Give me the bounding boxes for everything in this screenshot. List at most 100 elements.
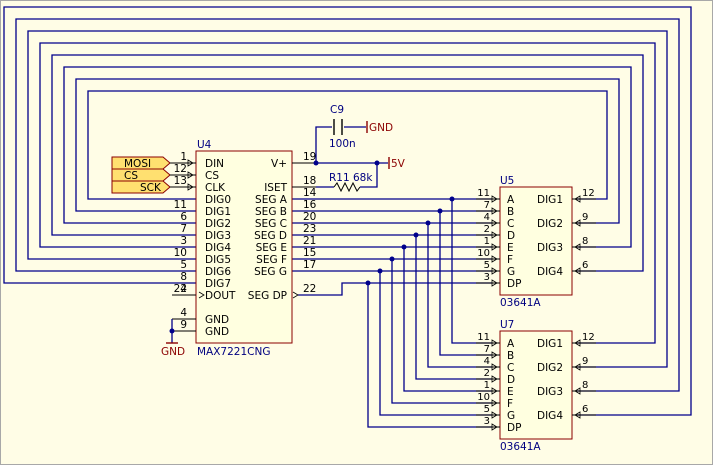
u4-pin-name: SEG C (255, 218, 287, 230)
u7-seg-pin-number: 10 (477, 392, 490, 403)
u4-pin-number: 18 (303, 175, 316, 187)
u7-dig-pin-name: DIG4 (537, 410, 563, 422)
u4-pin-name: DIG3 (205, 230, 231, 242)
u4-ref: U4 (197, 139, 212, 151)
u7-pin-arrow (574, 363, 581, 371)
u7-pin-arrow (574, 339, 581, 347)
u4-pin-number: 21 (303, 235, 316, 247)
u7-seg-pin-name: F (507, 398, 513, 410)
u5-pin-arrow (574, 219, 581, 227)
u4-pin-name: SEG DP (248, 290, 287, 302)
u5-pin-arrow (574, 195, 581, 203)
u4-pin-name: SEG E (256, 242, 287, 254)
u4-pin-number: 5 (180, 259, 187, 271)
r11-value: 68k (353, 172, 373, 184)
u4-pin-number: 6 (180, 211, 187, 223)
display-pins: 11A7B4C2D1E10F5G3DP12DIG19DIG28DIG36DIG4… (476, 188, 596, 434)
u5-seg-pin-number: 5 (484, 260, 490, 271)
u5-seg-pin-name: G (507, 266, 515, 278)
u5-pin-arrow (491, 255, 498, 263)
u5-seg-pin-number: 11 (477, 188, 490, 199)
u4-pin-name: DIG7 (205, 278, 231, 290)
u7-display: U7 03641A (499, 319, 573, 453)
u4-pin-name: CS (205, 170, 219, 182)
u4-pin-name: SEG G (254, 266, 287, 278)
u5-pin-arrow (574, 267, 581, 275)
u4-pin-number: 4 (180, 307, 187, 319)
u5-seg-pin-number: 1 (484, 236, 490, 247)
u7-pin-arrow (491, 387, 498, 395)
u4-pin-name: SEG F (256, 254, 287, 266)
u4-pin-number: 24 (174, 283, 188, 295)
u4-pin-number: 12 (174, 163, 187, 175)
u7-dig-pin-number: 9 (582, 356, 588, 367)
u4-chip: U4 MAX7221CNG DIN CS CLK DIG0 DIG1 DIG2 … (172, 139, 317, 358)
u4-pin-name: V+ (271, 158, 287, 170)
u5-seg-pin-number: 2 (484, 224, 490, 235)
segment-wires (292, 196, 492, 428)
u4-pin-name: GND (205, 314, 229, 326)
u5-seg-pin-number: 7 (484, 200, 490, 211)
u7-seg-pin-name: G (507, 410, 515, 422)
u7-ref: U7 (500, 319, 514, 331)
u7-dig-pin-number: 6 (582, 404, 588, 415)
u5-pin-arrow (491, 219, 498, 227)
u7-pin-arrow (491, 411, 498, 419)
u5-seg-pin-number: 10 (477, 248, 490, 259)
u4-pin-name: DIG4 (205, 242, 231, 254)
port-cs: CS (124, 170, 138, 182)
u4-pin-number: 19 (303, 151, 316, 163)
u5-seg-pin-name: A (507, 194, 515, 206)
u5-seg-pin-number: 3 (484, 272, 490, 283)
u5-dig-pin-name: DIG2 (537, 218, 563, 230)
port-sck: SCK (140, 182, 162, 194)
u7-dig-pin-name: DIG1 (537, 338, 563, 350)
u4-pin-number: 11 (174, 199, 187, 211)
u5-seg-pin-name: D (507, 230, 515, 242)
u7-seg-pin-number: 4 (484, 356, 490, 367)
u4-pin-name: SEG A (255, 194, 288, 206)
u5-ref: U5 (500, 175, 514, 187)
c9-ref: C9 (330, 104, 344, 116)
u4-pin-number: 3 (180, 235, 187, 247)
u5-pin-arrow (491, 243, 498, 251)
u4-pin-number: 7 (180, 223, 187, 235)
u7-dig-pin-name: DIG3 (537, 386, 563, 398)
u5-pin-arrow (491, 195, 498, 203)
u4-pin-name: SEG B (255, 206, 287, 218)
u5-dig-pin-name: DIG4 (537, 266, 563, 278)
u5-dig-pin-number: 12 (582, 188, 595, 199)
u7-dig-pin-name: DIG2 (537, 362, 563, 374)
u7-seg-pin-name: B (507, 350, 514, 362)
u5-dig-pin-name: DIG3 (537, 242, 563, 254)
u4-pin-number: 22 (303, 283, 316, 295)
u7-seg-pin-number: 11 (477, 332, 490, 343)
u5-seg-pin-name: DP (507, 278, 521, 290)
u4-pin-number: 14 (303, 187, 317, 199)
u7-seg-pin-name: C (507, 362, 514, 374)
u4-pin-number: 10 (174, 247, 187, 259)
u4-pin-number: 13 (174, 175, 187, 187)
u5-pin-arrow (491, 231, 498, 239)
port-mosi: MOSI (124, 158, 151, 170)
u4-pin-number: 17 (303, 259, 316, 271)
u4-pin-name: DIG0 (205, 194, 231, 206)
u5-dig-pin-number: 6 (582, 260, 588, 271)
u4-pin-name: SEG D (254, 230, 287, 242)
u5-pin-arrow (491, 207, 498, 215)
u5-seg-pin-number: 4 (484, 212, 490, 223)
u7-seg-pin-number: 2 (484, 368, 490, 379)
r11-ref: R11 (329, 172, 350, 184)
u5-seg-pin-name: E (507, 242, 514, 254)
u7-seg-pin-name: A (507, 338, 515, 350)
u7-seg-pin-number: 5 (484, 404, 490, 415)
u4-pin-name: GND (205, 326, 229, 338)
u5-pin-arrow (491, 279, 498, 287)
u7-seg-pin-number: 3 (484, 416, 490, 427)
u4-pin-name: DIG5 (205, 254, 231, 266)
u7-pin-arrow (491, 375, 498, 383)
u7-seg-pin-name: E (507, 386, 514, 398)
u5-pin-arrow (574, 243, 581, 251)
u4-pin-number: 2 (180, 283, 187, 295)
